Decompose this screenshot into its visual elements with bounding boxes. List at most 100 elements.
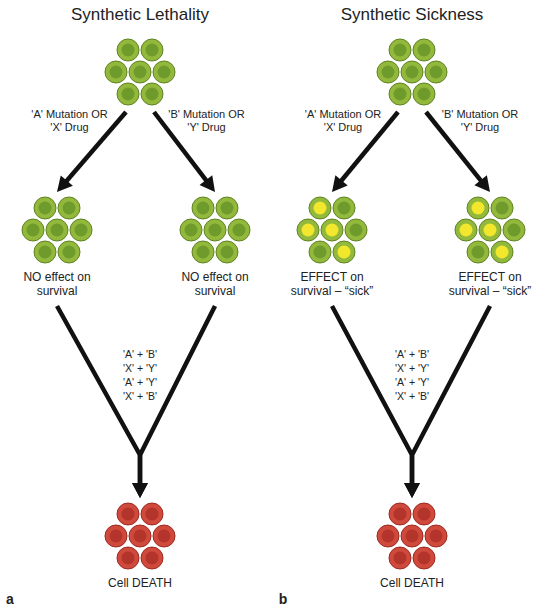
cell-nucleus <box>146 44 159 57</box>
cell-membrane <box>455 219 477 241</box>
cell-nucleus <box>338 202 351 215</box>
cell-nucleus <box>484 224 497 237</box>
cell-nucleus <box>382 66 395 79</box>
treatment-label: 'B' Mutation OR 'Y' Drug <box>438 108 522 134</box>
cell-membrane <box>389 547 411 569</box>
cell-membrane <box>216 241 238 263</box>
cell-nucleus <box>110 66 123 79</box>
cell-nucleus <box>134 66 147 79</box>
cell-cluster-node: NO effect on survival <box>7 194 107 304</box>
cell-nucleus <box>472 246 485 259</box>
cell-membrane <box>34 197 56 219</box>
cell-membrane <box>297 219 319 241</box>
cell-membrane <box>377 61 399 83</box>
cell-membrane <box>401 525 423 547</box>
cell-nucleus <box>63 202 76 215</box>
cell-nucleus <box>221 202 234 215</box>
cell-nucleus <box>27 224 40 237</box>
cell-membrane <box>22 219 44 241</box>
treatment-label: 'A' Mutation OR 'X' Drug <box>301 108 385 134</box>
cell-nucleus <box>122 88 135 101</box>
cell-membrane <box>413 83 435 105</box>
cell-nucleus <box>326 224 339 237</box>
cell-status-text: EFFECT on survival – “sick” <box>440 270 540 298</box>
cell-membrane <box>389 39 411 61</box>
flow-arrow <box>404 306 490 498</box>
cell-nucleus <box>185 224 198 237</box>
arrow-head <box>132 483 148 498</box>
cell-membrane <box>345 219 367 241</box>
cell-nucleus <box>209 224 222 237</box>
cell-membrane <box>129 61 151 83</box>
cell-nucleus <box>39 246 52 259</box>
cell-membrane <box>105 525 127 547</box>
cell-nucleus <box>314 246 327 259</box>
cell-nucleus <box>51 224 64 237</box>
cell-membrane <box>309 241 331 263</box>
cell-nucleus <box>314 202 327 215</box>
cell-nucleus <box>394 88 407 101</box>
cell-membrane <box>377 525 399 547</box>
cell-membrane <box>309 197 331 219</box>
cell-nucleus <box>394 508 407 521</box>
cell-status-text: Cell DEATH <box>367 576 457 590</box>
panel-title: Synthetic Sickness <box>302 4 522 26</box>
treatment-label: 'A' Mutation OR 'X' Drug <box>28 108 112 134</box>
cell-nucleus <box>39 202 52 215</box>
cell-membrane <box>129 525 151 547</box>
cell-nucleus <box>382 530 395 543</box>
cell-membrane <box>503 219 525 241</box>
sick-cell-cluster <box>287 194 377 266</box>
cell-membrane <box>141 39 163 61</box>
healthy-cell-cluster <box>12 194 102 266</box>
cell-nucleus <box>394 552 407 565</box>
cell-cluster-node: NO effect on survival <box>165 194 265 304</box>
cell-nucleus <box>110 530 123 543</box>
dead-cell-cluster <box>95 500 185 572</box>
healthy-cell-cluster <box>170 194 260 266</box>
cell-nucleus <box>63 246 76 259</box>
cell-membrane <box>70 219 92 241</box>
cell-membrane <box>34 241 56 263</box>
cell-nucleus <box>338 246 351 259</box>
cell-nucleus <box>496 246 509 259</box>
arrow-line <box>140 306 215 485</box>
cell-membrane <box>216 197 238 219</box>
cell-nucleus <box>233 224 246 237</box>
cell-membrane <box>153 61 175 83</box>
healthy-cell-cluster <box>367 36 457 108</box>
panel-letter: a <box>0 590 20 608</box>
cell-nucleus <box>508 224 521 237</box>
arrow-head <box>57 175 73 192</box>
arrow-head <box>404 483 420 498</box>
arrow-head <box>132 483 148 498</box>
cell-nucleus <box>350 224 363 237</box>
cell-nucleus <box>122 44 135 57</box>
panel-letter: b <box>273 590 293 608</box>
cell-membrane <box>153 525 175 547</box>
cell-nucleus <box>158 530 171 543</box>
cell-nucleus <box>418 88 431 101</box>
cell-nucleus <box>158 66 171 79</box>
cell-membrane <box>321 219 343 241</box>
cell-membrane <box>117 503 139 525</box>
cell-cluster-node: EFFECT on survival – “sick” <box>282 194 382 304</box>
cell-nucleus <box>75 224 88 237</box>
cell-membrane <box>425 61 447 83</box>
cell-membrane <box>333 197 355 219</box>
cell-membrane <box>46 219 68 241</box>
arrow-head <box>200 175 215 192</box>
combination-list: 'A' + 'B' 'X' + 'Y' 'A' + 'Y' 'X' + 'B' <box>392 347 432 403</box>
cell-status-text: EFFECT on survival – “sick” <box>282 270 382 298</box>
cell-membrane <box>180 219 202 241</box>
cell-membrane <box>117 83 139 105</box>
cell-cluster-node: Cell DEATH <box>95 500 185 598</box>
sick-cell-cluster <box>445 194 535 266</box>
arrow-line <box>412 306 490 485</box>
cell-membrane <box>467 197 489 219</box>
cell-nucleus <box>418 44 431 57</box>
cell-membrane <box>117 39 139 61</box>
cell-membrane <box>192 197 214 219</box>
